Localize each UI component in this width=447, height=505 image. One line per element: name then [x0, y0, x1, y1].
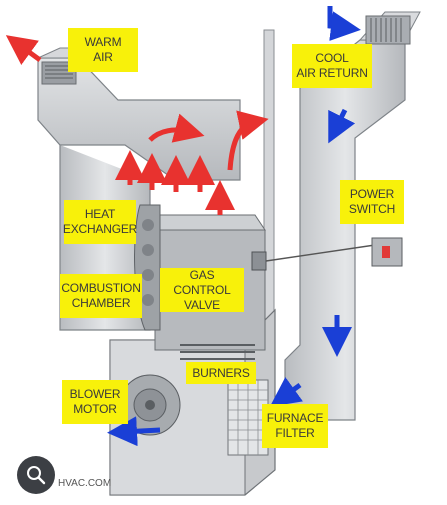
furnace-cabinet [109, 204, 276, 496]
label-burners: BURNERS [186, 362, 256, 384]
label-power-switch: POWER SWITCH [340, 180, 404, 224]
label-heat-exchanger: HEAT EXCHANGER [63, 200, 137, 244]
label-blower-motor: BLOWER MOTOR [62, 380, 128, 424]
label-combustion-chamber: COMBUSTION CHAMBER [60, 274, 142, 318]
label-furnace-filter: FURNACE FILTER [262, 404, 328, 448]
magnifier-icon [27, 466, 46, 485]
source-watermark: HVAC.COM [58, 478, 112, 489]
label-gas-control-valve: GAS CONTROL VALVE [160, 268, 244, 312]
power-switch-box [371, 237, 403, 267]
label-cool-air-return: COOL AIR RETURN [292, 44, 372, 88]
gas-valve [251, 244, 376, 271]
cool-air-arrows [107, 6, 361, 447]
search-lens-icon[interactable] [17, 456, 55, 494]
filter-grid [227, 379, 269, 456]
return-duct [284, 11, 421, 421]
label-warm-air: WARM AIR [68, 28, 138, 72]
warm-air-arrows [5, 35, 269, 215]
